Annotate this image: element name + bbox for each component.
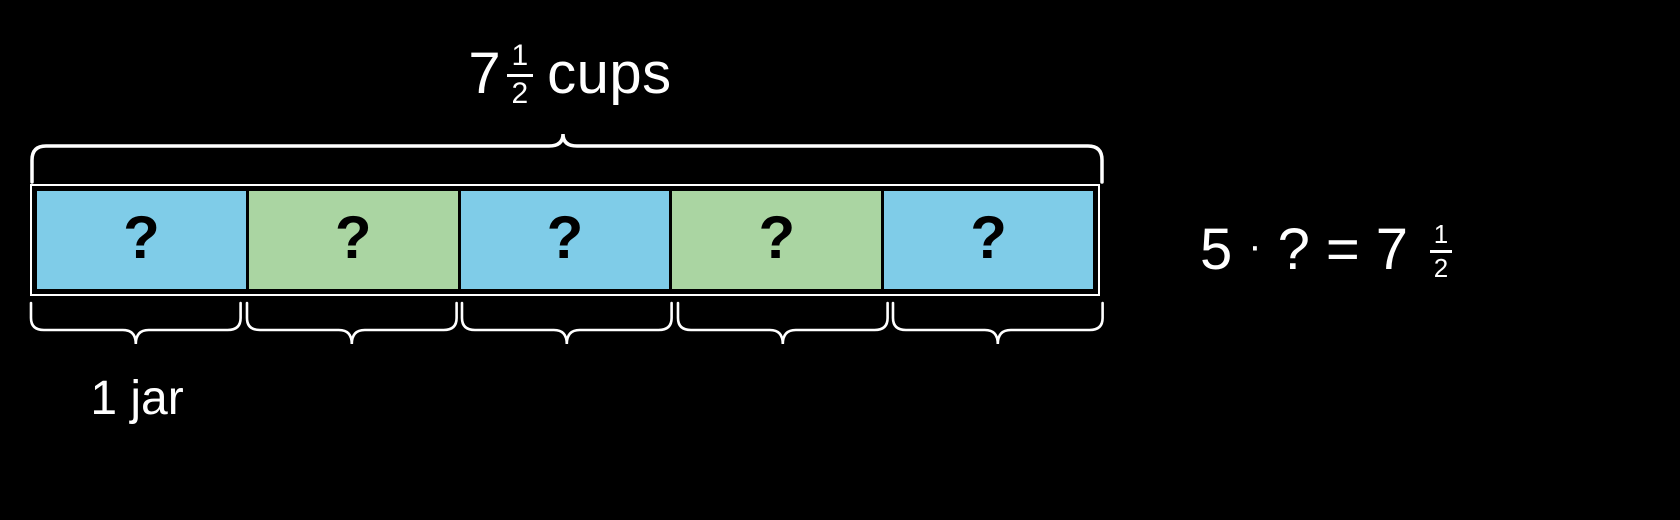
- cell-brace: [28, 300, 244, 358]
- bottom-label-one-jar: 1 jar: [90, 372, 184, 425]
- tape-cell[interactable]: ?: [37, 191, 249, 289]
- tape-cell[interactable]: ?: [884, 191, 1093, 289]
- top-label-fraction: 1 2: [507, 39, 534, 110]
- equation-result-numerator: 1: [1433, 218, 1449, 249]
- per-cell-braces: [28, 300, 1106, 358]
- total-span-brace: [28, 130, 1106, 184]
- tape-cell[interactable]: ?: [672, 191, 885, 289]
- tape-cell-value: ?: [758, 204, 796, 271]
- equation-result-whole: 7: [1375, 217, 1408, 282]
- multiplication-dot-icon: ·: [1248, 224, 1262, 268]
- cell-brace: [244, 300, 460, 358]
- tape-cell[interactable]: ?: [460, 191, 673, 289]
- top-label-whole-number: 7: [468, 41, 502, 107]
- top-label-unit: cups: [547, 41, 672, 107]
- top-label-total-cups: 7 1 2 cups: [0, 40, 1140, 108]
- fraction-bar: [507, 73, 534, 77]
- equation-multiplier: 5: [1200, 217, 1233, 282]
- tape-cell-value: ?: [546, 204, 584, 271]
- equation-result-denominator: 2: [1433, 252, 1449, 283]
- top-label-numerator: 1: [511, 39, 529, 72]
- tape-outer-frame: [30, 184, 1100, 296]
- equation: 5 · ? = 7 1 2: [1200, 205, 1620, 295]
- equation-unknown: ?: [1277, 217, 1310, 282]
- tape-cell-value: ?: [970, 204, 1007, 271]
- cell-brace: [890, 300, 1106, 358]
- equation-result-fraction: 1 2: [1430, 221, 1452, 281]
- equals-sign: =: [1325, 217, 1360, 282]
- tape-cell-value: ?: [123, 204, 160, 271]
- tape-diagram: ? ? ? ? ?: [34, 188, 1096, 292]
- cell-brace: [459, 300, 675, 358]
- top-label-denominator: 2: [511, 76, 529, 110]
- tape-cell-value: ?: [334, 204, 372, 271]
- tape-cell[interactable]: ?: [248, 191, 461, 289]
- cell-brace: [675, 300, 891, 358]
- fraction-bar: [1430, 249, 1452, 253]
